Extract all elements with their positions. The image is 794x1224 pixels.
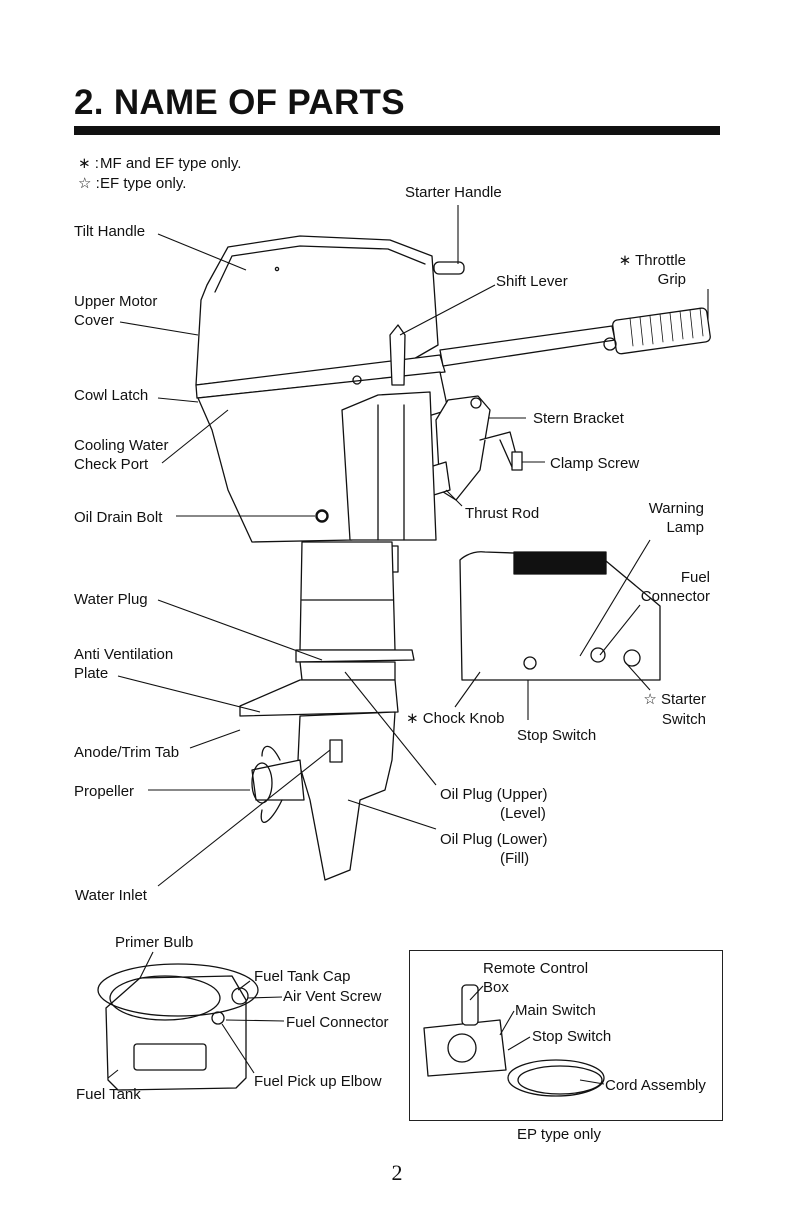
page-number: 2 [391, 1160, 403, 1185]
label-upper-motor-cover-2: Cover [74, 312, 115, 329]
label-water-inlet: Water Inlet [75, 887, 147, 904]
label-cooling-water-2: Check Port [74, 456, 149, 473]
star-symbol: ☆ : [78, 175, 100, 192]
label-remote-control-2: Box [483, 979, 509, 996]
label-cord-assembly: Cord Assembly [605, 1077, 706, 1094]
label-oil-drain-bolt: Oil Drain Bolt [74, 509, 163, 526]
page-title: 2. NAME OF PARTS [74, 83, 405, 122]
label-oil-plug-upper-1: Oil Plug (Upper) [440, 786, 548, 803]
label-throttle-grip-1: ∗ Throttle [618, 252, 686, 269]
label-tilt-handle: Tilt Handle [74, 223, 146, 240]
label-fuel-tank: Fuel Tank [76, 1086, 141, 1103]
label-fuel-pickup-elbow: Fuel Pick up Elbow [254, 1073, 382, 1090]
label-oil-plug-lower-2: (Fill) [500, 850, 530, 867]
label-cooling-water-1: Cooling Water [74, 437, 169, 454]
ep-type-caption: EP type only [517, 1126, 601, 1143]
label-stern-bracket: Stern Bracket [533, 410, 624, 427]
label-primer-bulb: Primer Bulb [115, 934, 194, 951]
ep-remote-control-panel [409, 950, 723, 1121]
label-stop-switch: Stop Switch [517, 727, 597, 744]
label-fuel-connector-1: Fuel [680, 569, 710, 586]
asterisk-symbol: ∗ : [78, 155, 99, 172]
label-chock-knob: ∗ Chock Knob [406, 710, 505, 727]
label-oil-plug-upper-2: (Level) [500, 805, 546, 822]
label-upper-motor-cover-1: Upper Motor [74, 293, 158, 310]
label-warning-lamp-2: Lamp [666, 519, 704, 536]
label-fuel-tank-cap: Fuel Tank Cap [254, 968, 351, 985]
control-panel-shape [459, 551, 661, 681]
label-propeller: Propeller [74, 783, 135, 800]
label-shift-lever: Shift Lever [496, 273, 568, 290]
label-starter-switch-2: Switch [661, 711, 706, 728]
label-oil-plug-lower-1: Oil Plug (Lower) [440, 831, 548, 848]
label-thrust-rod: Thrust Rod [465, 505, 540, 522]
label-fuel-connector: Fuel Connector [286, 1014, 389, 1031]
label-water-plug: Water Plug [74, 591, 148, 608]
label-air-vent-screw: Air Vent Screw [283, 988, 382, 1005]
label-throttle-grip-2: Grip [657, 271, 686, 288]
label-anti-ventilation-2: Plate [74, 665, 109, 682]
label-starter-handle: Starter Handle [405, 184, 502, 201]
legend-mf-ef: ∗ :MF and EF type only. [78, 155, 242, 172]
propeller-shape [251, 759, 305, 801]
title-rule [74, 126, 720, 135]
label-anode-trim-tab: Anode/Trim Tab [74, 744, 180, 761]
label-warning-lamp-1: Warning [648, 500, 704, 517]
label-starter-switch-1: ☆ Starter [643, 691, 706, 708]
label-remote-control-1: Remote Control [483, 960, 589, 977]
label-fuel-connector-2: Connector [640, 588, 710, 605]
label-clamp-screw: Clamp Screw [550, 455, 640, 472]
legend-ef: ☆ :EF type only. [78, 175, 187, 192]
label-main-switch: Main Switch [515, 1002, 596, 1019]
label-anti-ventilation-1: Anti Ventilation [74, 646, 174, 663]
upper-motor-cover-shape [195, 235, 439, 386]
label-remote-stop-switch: Stop Switch [532, 1028, 612, 1045]
fuel-tank-shape [105, 975, 247, 1091]
label-cowl-latch: Cowl Latch [74, 387, 149, 404]
